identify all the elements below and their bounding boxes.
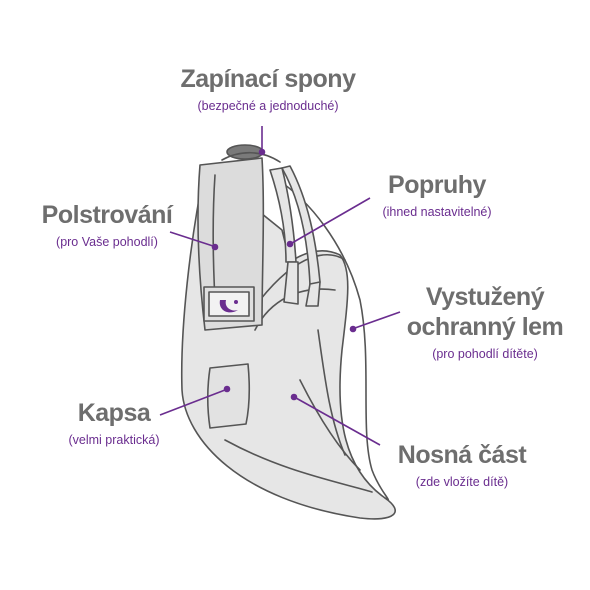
callout-title: Popruhy bbox=[388, 171, 486, 199]
moon-logo-icon bbox=[219, 300, 238, 313]
leader-popruhy bbox=[291, 197, 371, 244]
callout-title: Kapsa bbox=[77, 399, 151, 427]
callout-zapinaci-spony: Zapínací spony (bezpečné a jednoduché) bbox=[148, 64, 388, 115]
callout-subtitle: (velmi praktická) bbox=[68, 433, 160, 447]
callout-subtitle: (ihned nastavitelné) bbox=[382, 205, 492, 219]
callout-subtitle: (bezpečné a jednoduché) bbox=[197, 99, 339, 113]
callout-title: Polstrování bbox=[41, 201, 173, 229]
callout-subtitle: (pro Vaše pohodlí) bbox=[56, 235, 158, 249]
callout-title: Nosná část bbox=[397, 441, 527, 469]
callout-title: Zapínací spony bbox=[180, 65, 356, 93]
callout-subtitle: (pro pohodlí dítěte) bbox=[432, 347, 538, 361]
callout-subtitle: (zde vložíte dítě) bbox=[415, 475, 509, 489]
callout-title-line1: Vystužený bbox=[425, 283, 545, 311]
sling-rim bbox=[274, 177, 390, 501]
buckle bbox=[226, 144, 264, 160]
callout-kapsa: Kapsa (velmi praktická) bbox=[44, 398, 184, 449]
pocket bbox=[206, 363, 251, 429]
leader-kapsa bbox=[159, 389, 226, 416]
callout-vystuzeny-lem: Vystužený ochranný lem (pro pohodlí dítě… bbox=[390, 282, 580, 363]
callout-polstrovani: Polstrování (pro Vaše pohodlí) bbox=[12, 200, 202, 251]
leader-vystuzeny bbox=[354, 311, 401, 329]
callout-nosna-cast: Nosná část (zde vložíte dítě) bbox=[372, 440, 552, 491]
leader-polstrovani bbox=[169, 231, 214, 247]
callout-title-line2: ochranný lem bbox=[406, 313, 564, 341]
callout-popruhy: Popruhy (ihned nastavitelné) bbox=[352, 170, 522, 221]
leader-nosna bbox=[295, 397, 381, 446]
